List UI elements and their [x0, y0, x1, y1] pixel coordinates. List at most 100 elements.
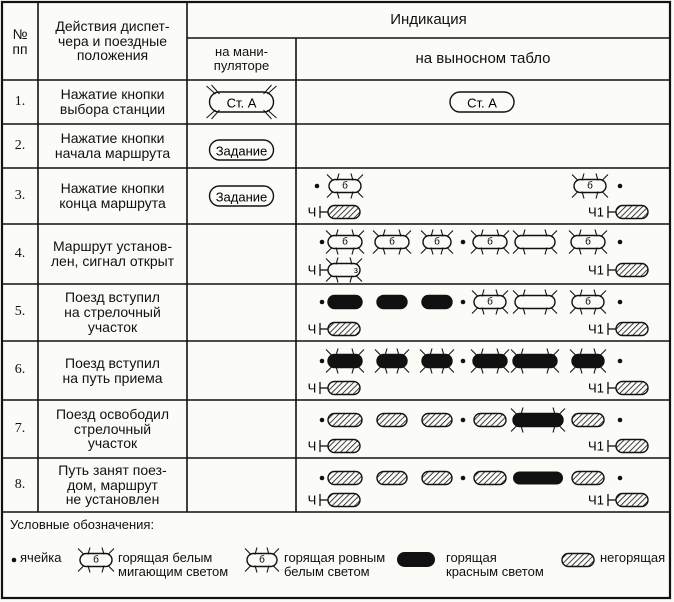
track-lamp-off: [571, 470, 605, 486]
button-pill: Задание: [208, 139, 275, 161]
signal-label-ch1: Ч1: [588, 322, 604, 337]
signal-label-ch1: Ч1: [588, 439, 604, 454]
row-number: 7.: [14, 420, 26, 436]
cell-dot: [319, 358, 325, 364]
button-pill: Ст. А: [449, 91, 515, 113]
lamp-letter: б: [342, 236, 348, 248]
cell-dot: [319, 475, 325, 481]
signal-ch: Ч: [308, 380, 361, 396]
cell-dot: [460, 358, 466, 364]
cell-dot: [319, 417, 325, 423]
track-lamp-blink: [325, 257, 363, 283]
row-action: Поезд вступил на стрелочный участок: [64, 289, 161, 335]
track-lamp-off: [473, 470, 507, 486]
cell-dot: [460, 475, 466, 481]
track-lamp-off: [327, 412, 363, 428]
track-lamp-off: [327, 380, 361, 396]
row-number: 4.: [14, 245, 26, 261]
track-lamp-blink: [568, 229, 608, 255]
header-manipulator: на мани- пуляторе: [213, 44, 270, 73]
track-lamp-blink: [512, 229, 558, 255]
track-lamp-red: [421, 294, 453, 310]
signal-label-ch1: Ч1: [588, 381, 604, 396]
lamp-letter: б: [342, 180, 348, 192]
cell-dot: [617, 299, 623, 305]
cell-dot: [460, 239, 466, 245]
lamp-letter: б: [487, 236, 493, 248]
cell-dot: [319, 239, 325, 245]
row-action: Нажатие кнопки выбора станции: [59, 86, 166, 117]
cell-dot: [617, 417, 623, 423]
track-lamp-off: [561, 552, 595, 568]
header-indication: Индикация: [390, 11, 467, 29]
signal-ch1: Ч1: [588, 493, 649, 508]
signal-label-ch: Ч: [308, 493, 317, 508]
header-number: № пп: [12, 26, 28, 57]
signal-ch: Ч: [308, 492, 361, 508]
track-lamp-red: [376, 294, 408, 310]
signal-ch1: Ч1: [588, 263, 649, 278]
header-board: на выносном табло: [415, 50, 551, 68]
lamp-letter: б: [259, 554, 265, 566]
signal-label-ch: Ч: [308, 205, 317, 220]
lamp-letter: б: [389, 236, 395, 248]
blink-rays: [206, 84, 277, 120]
legend-cell: ячейка: [20, 550, 62, 565]
track-lamp-off: [615, 438, 649, 454]
header-actions: Действия диспет- чера и поездные положен…: [55, 17, 170, 64]
track-lamp-off: [327, 492, 361, 508]
lamp-letter: б: [585, 296, 591, 308]
cell-dot: [11, 557, 17, 563]
track-lamp-blink: [325, 229, 365, 255]
track-lamp-off: [615, 204, 649, 220]
signal-label-ch: Ч: [308, 322, 317, 337]
row-number: 2.: [14, 137, 26, 153]
track-lamp-off: [615, 380, 649, 396]
row-number: 1.: [14, 93, 26, 109]
signal-ch1: Ч1: [588, 380, 649, 396]
track-lamp-off: [473, 412, 507, 428]
track-lamp-off: [327, 204, 361, 220]
legend-title: Условные обозначения:: [10, 517, 155, 532]
track-lamp-blink: [244, 547, 280, 573]
cell-dot: [319, 299, 325, 305]
track-lamp-off: [327, 321, 361, 337]
pill-text: Задание: [216, 144, 268, 159]
legend-blink: горящая белым мигающим светом: [118, 550, 229, 579]
track-lamp-blink: [512, 289, 558, 315]
track-lamp-blink: [569, 289, 607, 315]
signal-ch1: Ч1: [588, 204, 649, 220]
track-lamp-off: [421, 412, 453, 428]
lamp-letter: з: [354, 265, 358, 275]
track-lamp-blink: [420, 229, 454, 255]
signal-label-ch1: Ч1: [588, 205, 604, 220]
pill-text: Ст. А: [227, 96, 257, 111]
signal-label-ch1: Ч1: [588, 263, 604, 278]
cell-dot: [460, 417, 466, 423]
signal-label-ch: Ч: [308, 381, 317, 396]
legend-off: негорящая: [600, 550, 666, 565]
track-lamp-off: [376, 412, 408, 428]
cell-dot: [617, 358, 623, 364]
signal-label-ch: Ч: [308, 263, 317, 278]
track-lamp-blink: [571, 173, 609, 199]
cell-dot: [617, 475, 623, 481]
track-lamp-off: [571, 412, 605, 428]
signal-ch: Ч: [308, 439, 361, 454]
button-pill: Ст. А: [206, 84, 277, 120]
row-number: 8.: [14, 476, 26, 492]
pill-text: Ст. А: [467, 96, 497, 111]
row-action: Поезд освободил стрелочный участок: [55, 405, 169, 452]
track-lamp-blink: [470, 229, 510, 255]
legend-steady: горящая ровным белым светом: [284, 550, 386, 579]
row-number: 3.: [14, 187, 26, 203]
row-action: Путь занят поез- дом, маршрут не установ…: [58, 461, 167, 508]
signal-label-ch1: Ч1: [588, 493, 604, 508]
pill-text: Задание: [216, 190, 268, 205]
cell-dot: [314, 183, 320, 189]
